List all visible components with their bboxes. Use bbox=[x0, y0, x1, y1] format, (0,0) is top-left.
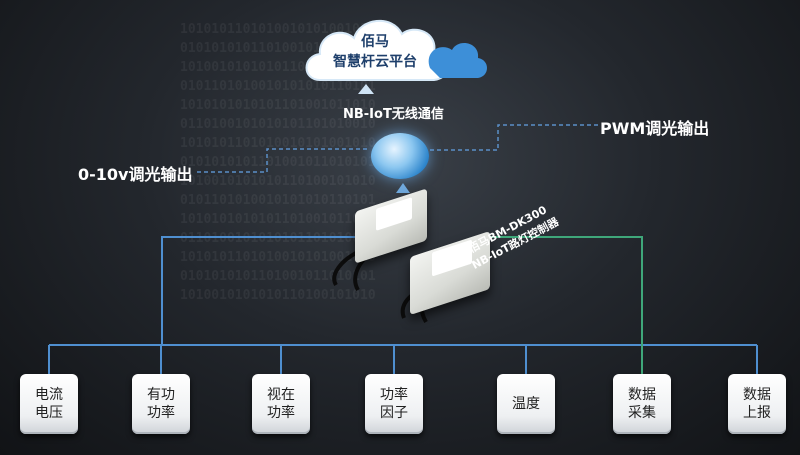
cloud-title: 佰马 bbox=[361, 34, 389, 50]
node-current-voltage: 电流 电压 bbox=[20, 374, 78, 434]
binary-background: 1010101101010010101001010 01010101011010… bbox=[180, 22, 376, 303]
node-temperature: 温度 bbox=[497, 374, 555, 434]
network-label: NB-IoT无线通信 bbox=[343, 107, 444, 122]
v10-dashed-line bbox=[197, 148, 370, 173]
cloud-platform: 佰马 智慧杆云平台 bbox=[300, 8, 490, 108]
cloud-icon bbox=[305, 19, 487, 94]
pwm-dashed-line bbox=[430, 124, 598, 151]
blue-trunk-line bbox=[161, 236, 360, 345]
cloud-subtitle: 智慧杆云平台 bbox=[333, 54, 417, 70]
voltage-output-label: 0-10v调光输出 bbox=[78, 165, 193, 184]
node-apparent-power: 视在 功率 bbox=[252, 374, 310, 434]
node-power-factor: 功率 因子 bbox=[365, 374, 423, 434]
globe-icon bbox=[371, 133, 429, 179]
pwm-output-label: PWM调光输出 bbox=[600, 119, 710, 138]
node-data-report: 数据 上报 bbox=[728, 374, 786, 434]
arrow-up-icon bbox=[396, 183, 410, 193]
green-line bbox=[490, 236, 643, 374]
node-data-collection: 数据 采集 bbox=[613, 374, 671, 434]
node-active-power: 有功 功率 bbox=[132, 374, 190, 434]
